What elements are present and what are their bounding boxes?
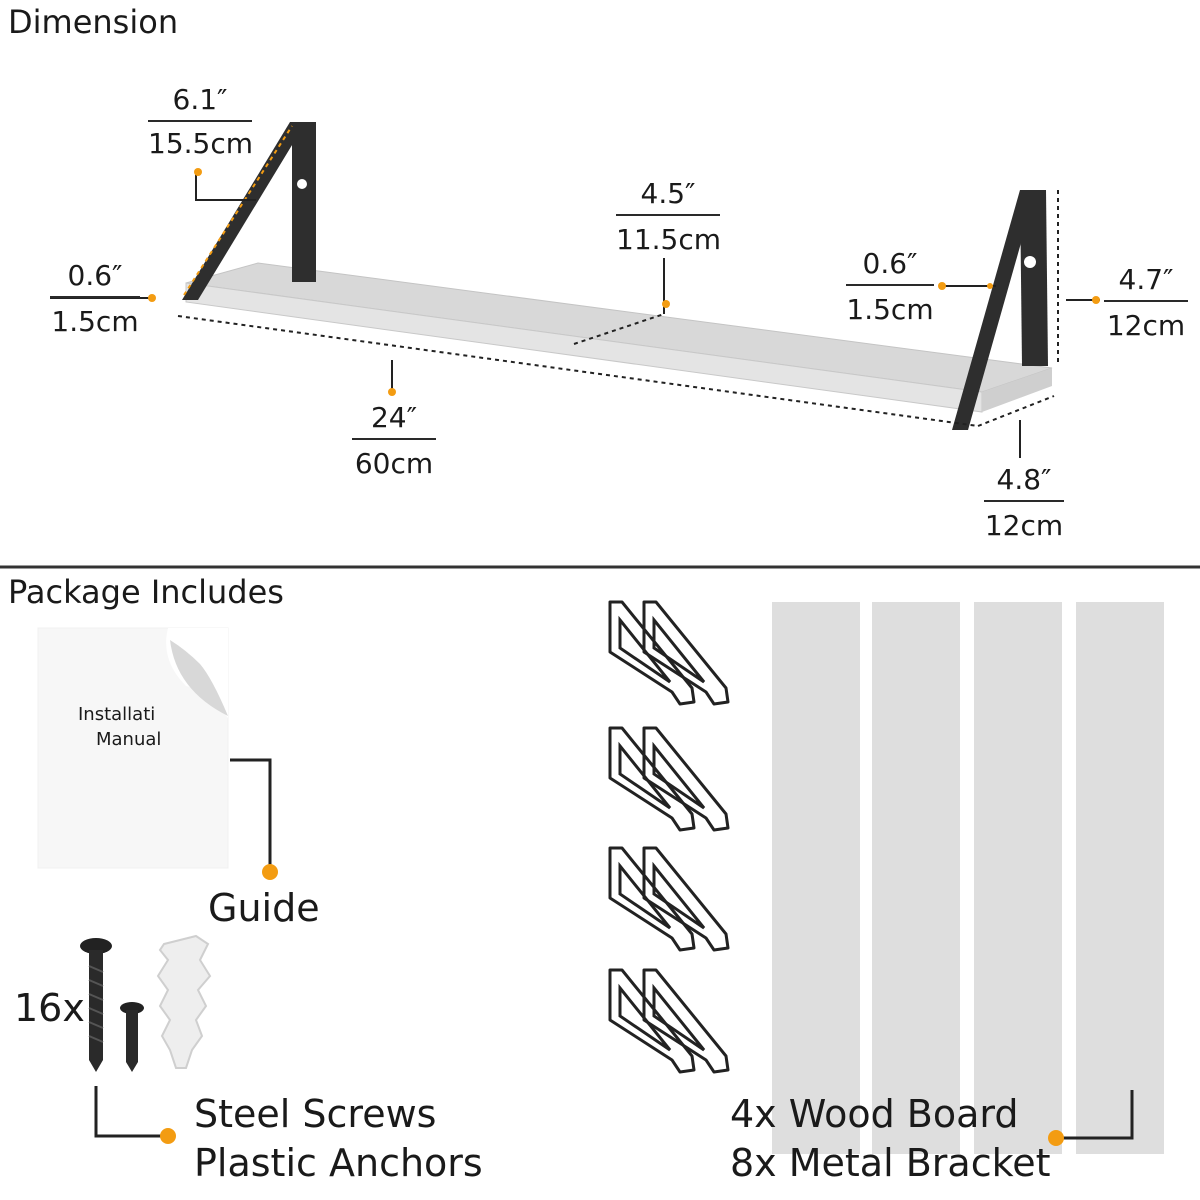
- length-inch: 24″: [352, 404, 436, 440]
- bracket-icon: [608, 846, 696, 952]
- strap-width-cm: 1.5cm: [846, 293, 934, 326]
- board-icon: [974, 602, 1062, 1154]
- bracket-icon: [608, 600, 696, 706]
- shelf-board-side: [982, 368, 1052, 412]
- dimension-title: Dimension: [8, 3, 179, 41]
- board-group: [772, 602, 1164, 1154]
- thickness-left-inch: 0.6″: [50, 262, 140, 298]
- bracket-icon: [652, 861, 706, 930]
- bracket-height-cm: 15.5cm: [148, 127, 254, 160]
- small-screw-icon: [120, 1002, 144, 1072]
- screws-anchors-label: Steel Screws Plastic Anchors: [194, 1090, 483, 1189]
- anchor-icon: [156, 934, 212, 1069]
- screws-count: 16x: [14, 986, 85, 1030]
- guide-label: Guide: [208, 886, 320, 930]
- bracket-icon: [608, 726, 696, 832]
- package-title: Package Includes: [8, 573, 284, 611]
- bracket-icon: [608, 968, 696, 1074]
- manual-line-2: Manual: [96, 729, 162, 751]
- bracket-icon: [652, 615, 706, 684]
- anchors-label: Plastic Anchors: [194, 1141, 483, 1186]
- bracket-icon: [652, 983, 706, 1052]
- board-icon: [772, 602, 860, 1154]
- bracket-icon: [652, 741, 706, 810]
- manual-line-1: Installati: [78, 704, 156, 725]
- manual-text: Installati Manual: [78, 702, 161, 752]
- length-cm: 60cm: [354, 447, 434, 480]
- side-height-cm: 12cm: [1106, 309, 1186, 342]
- screws-label: Steel Screws: [194, 1092, 437, 1136]
- boards-brackets-label: 4x Wood Board 8x Metal Bracket: [730, 1090, 1051, 1189]
- shelf-illustration: [50, 122, 1100, 458]
- board-icon: [872, 602, 960, 1154]
- bracket-icon: [642, 846, 730, 952]
- left-bracket: [182, 122, 316, 300]
- board-icon: [1076, 602, 1164, 1154]
- screw-icon: [80, 938, 112, 1072]
- boards-label: 4x Wood Board: [730, 1092, 1019, 1136]
- strap-width-inch: 0.6″: [846, 250, 934, 286]
- bracket-group: [608, 600, 730, 1074]
- bracket-icon: [642, 600, 730, 706]
- manual-icon: [37, 627, 229, 869]
- bracket-height-inch: 6.1″: [148, 86, 252, 122]
- side-height-inch: 4.7″: [1104, 266, 1188, 302]
- depth-cm: 12cm: [984, 509, 1064, 542]
- bracket-icon: [642, 968, 730, 1074]
- depth-inch: 4.8″: [984, 466, 1064, 502]
- thickness-left-cm: 1.5cm: [51, 305, 139, 338]
- bracket-icon: [642, 726, 730, 832]
- brackets-label: 8x Metal Bracket: [730, 1141, 1051, 1186]
- center-inch: 4.5″: [616, 180, 720, 216]
- right-bracket: [952, 190, 1048, 430]
- center-cm: 11.5cm: [616, 223, 722, 256]
